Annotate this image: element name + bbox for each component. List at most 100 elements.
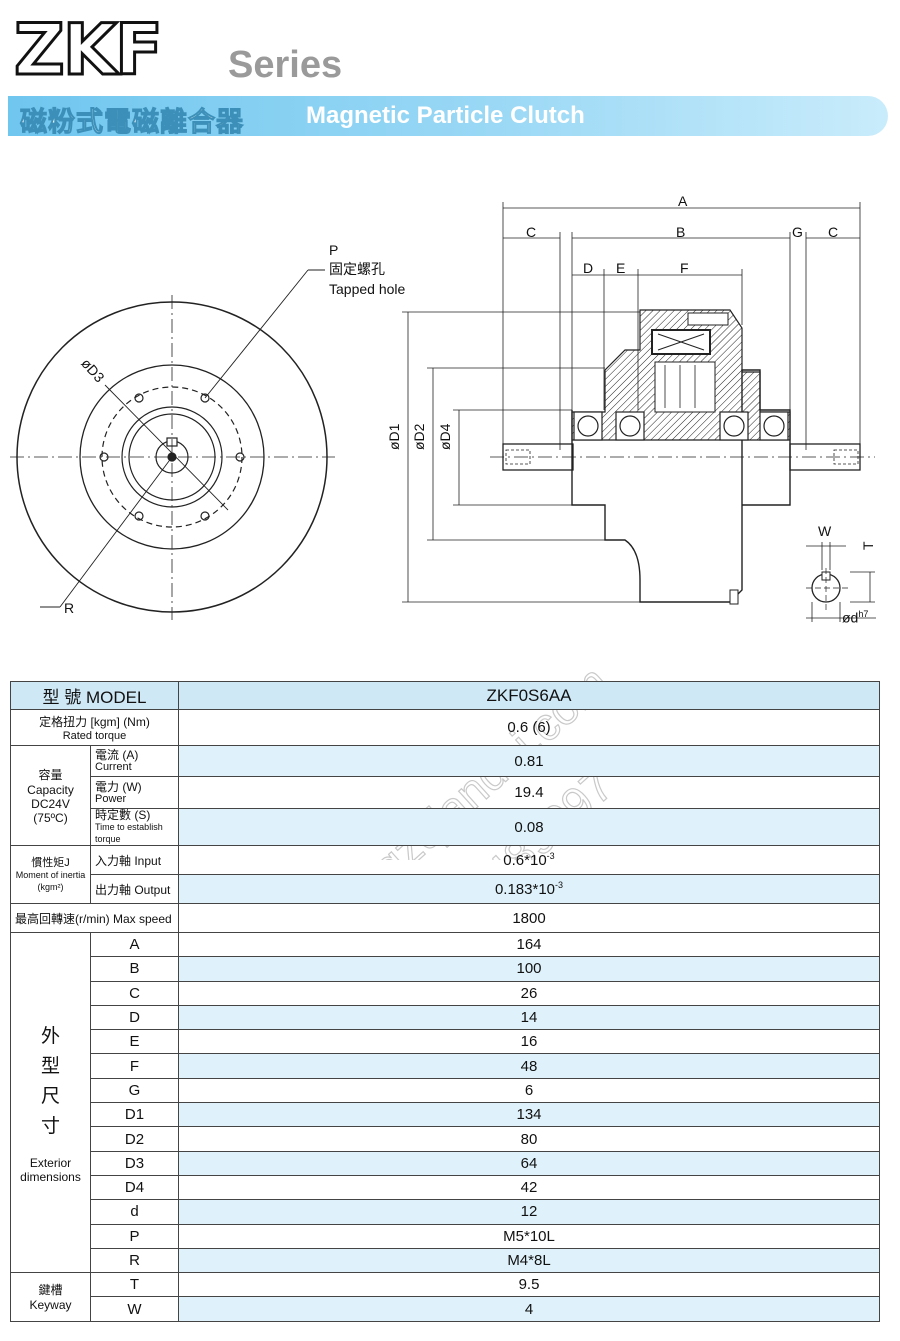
dim-key: P (90, 1223, 179, 1249)
spec-table: 型 號 MODEL ZKF0S6AA 定格扭力 [kgm] (Nm) Rated… (10, 681, 880, 1322)
output-label: 出力軸 Output (90, 874, 179, 904)
label-t: T (860, 541, 876, 550)
dim-value: M4*8L (178, 1247, 880, 1274)
dim-label-f: F (680, 260, 689, 276)
table-row-dim-shaft-d: d 12 (11, 1199, 880, 1225)
table-row-rated-torque: 定格扭力 [kgm] (Nm) Rated torque 0.6 (6) (10, 709, 880, 746)
dim-label-a: A (678, 193, 688, 209)
dim-key: A (90, 931, 179, 958)
drawing-svg (10, 202, 876, 622)
table-row-power: 電力 (W) Power 19.4 (11, 776, 880, 809)
dim-value: 48 (178, 1053, 880, 1079)
side-view (402, 202, 875, 605)
rated-torque-label: 定格扭力 [kgm] (Nm) Rated torque (10, 709, 179, 746)
dim-label-d1: øD1 (386, 423, 402, 450)
capacity-label: 容量 Capacity DC24V (75ºC) (10, 745, 91, 846)
dim-key: D3 (90, 1150, 179, 1176)
time-value: 0.08 (178, 808, 880, 846)
title-en: Magnetic Particle Clutch (306, 102, 585, 129)
dim-label-d: D (583, 260, 594, 276)
inertia-label: 慣性矩J Moment of inertia (kgm²) (10, 845, 91, 904)
output-value: 0.183*10-3 (178, 874, 880, 904)
page-header: ZKF Series 磁粉式電磁離合器 Magnetic Particle Cl… (0, 0, 900, 140)
dim-label-g: G (792, 224, 803, 240)
dim-value: 12 (178, 1199, 880, 1225)
dim-value: 42 (178, 1174, 880, 1201)
label-r: R (64, 600, 75, 616)
max-speed-label: 最高回轉速(r/min) Max speed (10, 903, 179, 933)
series-label: Series (228, 44, 343, 86)
table-row-keyway-w: W 4 (11, 1296, 880, 1322)
dim-value: 100 (178, 956, 880, 982)
table-row-dim-p: P M5*10L (11, 1223, 880, 1249)
dim-key: C (90, 980, 179, 1006)
table-row-dim-d: D 14 (11, 1004, 880, 1031)
rated-torque-value: 0.6 (6) (178, 709, 880, 746)
table-row-current: 容量 Capacity DC24V (75ºC) 電流 (A) Current … (10, 745, 880, 846)
dim-label-d4: øD4 (437, 423, 453, 450)
dim-key: B (90, 956, 179, 982)
dim-value: 14 (178, 1004, 880, 1031)
dim-key: D2 (90, 1126, 179, 1152)
label-p-cn: 固定螺孔 (329, 261, 385, 277)
model-label-cell: 型 號 MODEL (10, 681, 179, 710)
label-p: P (329, 242, 339, 258)
power-label: 電力 (W) Power (90, 776, 179, 809)
title-banner: 磁粉式電磁離合器 Magnetic Particle Clutch (8, 96, 888, 139)
dim-key: d (90, 1199, 179, 1225)
table-row-dim-g: G 6 (11, 1077, 880, 1104)
table-row-max-speed: 最高回轉速(r/min) Max speed 1800 (10, 903, 880, 933)
dim-value: 80 (178, 1126, 880, 1152)
input-label: 入力軸 Input (90, 845, 179, 875)
input-value: 0.6*10-3 (178, 845, 880, 875)
table-row-keyway-t: 鍵槽 Keyway T 9.5 (10, 1272, 880, 1322)
keyway-value: 9.5 (178, 1272, 880, 1298)
dim-key: D1 (90, 1102, 179, 1128)
current-label: 電流 (A) Current (90, 745, 179, 777)
dim-key: D (90, 1004, 179, 1031)
exterior-dimensions-label: 外 型 尺 寸 Exterior dimensions (10, 931, 91, 1274)
label-w: W (818, 523, 832, 539)
dim-value: 16 (178, 1029, 880, 1055)
model-value: ZKF0S6AA (178, 681, 880, 710)
label-d-shaft: ødh7 (842, 609, 869, 626)
power-value: 19.4 (178, 776, 880, 809)
title-cn: 磁粉式電磁離合器 (20, 107, 244, 139)
dim-label-b: B (676, 224, 686, 240)
dim-value: 164 (178, 931, 880, 958)
table-row-model: 型 號 MODEL ZKF0S6AA (10, 681, 880, 710)
table-row-dim-f: F 48 (11, 1053, 880, 1079)
dim-value: 134 (178, 1102, 880, 1128)
table-row-dim-d3: D3 64 (11, 1150, 880, 1176)
dim-label-e: E (616, 260, 626, 276)
table-row-inertia-output: 出力軸 Output 0.183*10-3 (11, 874, 880, 904)
table-row-dim-e: E 16 (11, 1029, 880, 1055)
current-value: 0.81 (178, 745, 880, 777)
max-speed-value: 1800 (178, 903, 880, 933)
keyway-detail (806, 542, 876, 622)
dim-label-c-right: C (828, 224, 839, 240)
front-view (10, 269, 335, 620)
dim-key: E (90, 1029, 179, 1055)
dim-value: 6 (178, 1077, 880, 1104)
dim-label-d2: øD2 (411, 423, 427, 450)
keyway-key: W (90, 1296, 179, 1322)
table-row-dim-d4: D4 42 (11, 1174, 880, 1201)
table-row-dim-b: B 100 (11, 956, 880, 982)
label-p-en: Tapped hole (329, 281, 406, 297)
brand-logo: ZKF (13, 9, 165, 91)
table-row-inertia-input: 慣性矩J Moment of inertia (kgm²) 入力軸 Input … (10, 845, 880, 904)
dim-value: M5*10L (178, 1223, 880, 1249)
dim-label-c-left: C (526, 224, 537, 240)
table-row-dim-d1: D1 134 (11, 1102, 880, 1128)
dim-value: 64 (178, 1150, 880, 1176)
table-row-dim-c: C 26 (11, 980, 880, 1006)
table-row-dim-a: 外 型 尺 寸 Exterior dimensions A 164 (10, 931, 880, 1274)
table-row-dim-d2: D2 80 (11, 1126, 880, 1152)
dim-key: D4 (90, 1174, 179, 1201)
keyway-value: 4 (178, 1296, 880, 1322)
dim-value: 26 (178, 980, 880, 1006)
dim-key: G (90, 1077, 179, 1104)
dim-key: F (90, 1053, 179, 1079)
keyway-key: T (90, 1272, 179, 1298)
